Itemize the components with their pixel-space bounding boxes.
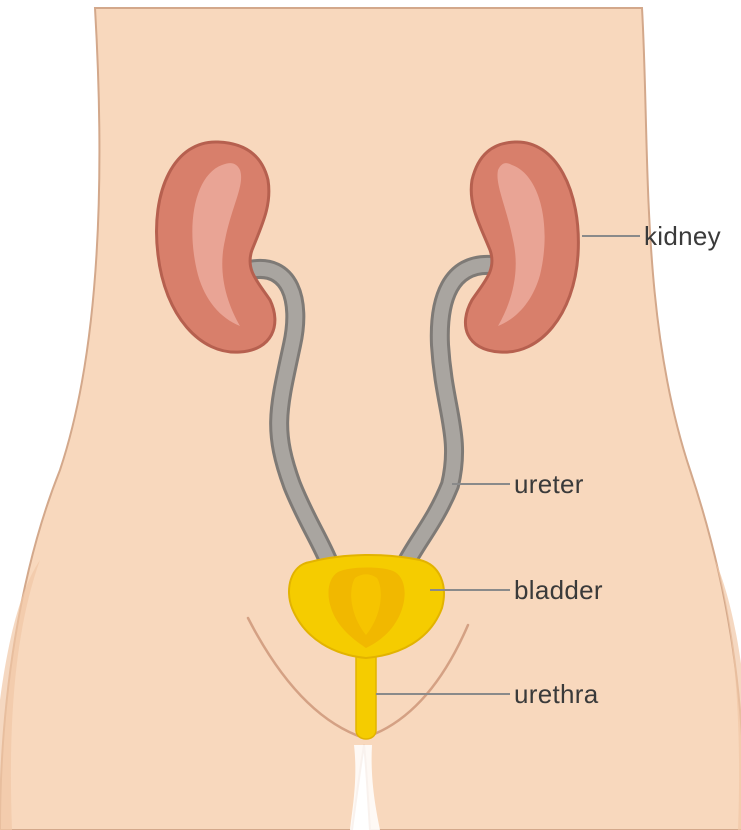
ureter-label: ureter <box>514 469 584 499</box>
urethra-label: urethra <box>514 679 599 709</box>
kidney-label: kidney <box>644 221 721 251</box>
bladder-label: bladder <box>514 575 603 605</box>
